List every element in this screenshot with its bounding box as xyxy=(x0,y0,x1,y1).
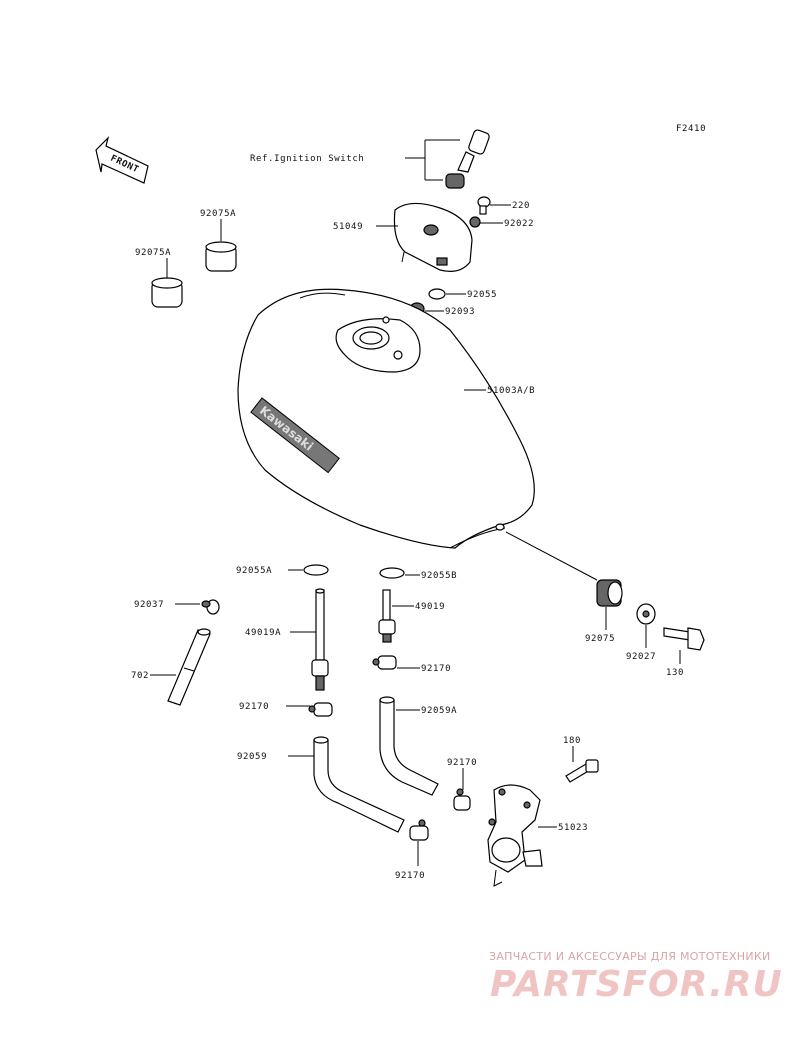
label-92037: 92037 xyxy=(134,600,164,610)
ring-92055A xyxy=(303,564,329,576)
label-49019: 49019 xyxy=(415,602,445,612)
label-92170-d: 92170 xyxy=(395,871,425,881)
label-92027: 92027 xyxy=(626,652,656,662)
damper-92075 xyxy=(596,579,623,607)
watermark-tagline: ЗАПЧАСТИ И АКСЕССУАРЫ ДЛЯ МОТОТЕХНИКИ xyxy=(489,950,771,963)
clamp-92170-d xyxy=(409,819,429,841)
label-130: 130 xyxy=(666,668,684,678)
washer-92027 xyxy=(636,603,656,625)
fuel-tank: Kawasaki xyxy=(237,288,535,549)
label-92170-a: 92170 xyxy=(421,664,451,674)
label-92059A: 92059A xyxy=(421,706,457,716)
hose-92059 xyxy=(313,739,405,833)
clip-92037 xyxy=(201,599,220,615)
label-702: 702 xyxy=(131,671,149,681)
label-92075A-top: 92075A xyxy=(200,209,236,219)
label-92022: 92022 xyxy=(504,219,534,229)
label-220: 220 xyxy=(512,201,530,211)
fuel-cock-51023 xyxy=(487,784,543,887)
label-92055B: 92055B xyxy=(421,571,457,581)
label-51049: 51049 xyxy=(333,222,363,232)
label-92075A-left: 92075A xyxy=(135,248,171,258)
ref-ignition-switch-label: Ref.Ignition Switch xyxy=(250,154,364,164)
ignition-bracket xyxy=(405,139,460,181)
damper-92075A-top xyxy=(205,241,237,272)
pipe-49019A xyxy=(311,588,329,691)
clamp-92170-b xyxy=(308,702,333,717)
clamp-92170-c xyxy=(453,788,471,811)
figure-code: F2410 xyxy=(676,124,706,134)
hose-92059A xyxy=(379,699,439,796)
bolt-130 xyxy=(663,627,705,651)
label-51003: 51003A/B xyxy=(487,386,535,396)
screw-220 xyxy=(477,196,491,215)
pipe-49019 xyxy=(378,589,396,643)
ignition-key-icon xyxy=(445,129,490,189)
label-180: 180 xyxy=(563,736,581,746)
damper-92075A-left xyxy=(151,277,183,308)
label-92075: 92075 xyxy=(585,634,615,644)
label-92055: 92055 xyxy=(467,290,497,300)
front-arrow-icon: FRONT xyxy=(95,136,149,184)
washer-92022 xyxy=(469,216,481,228)
label-92055A: 92055A xyxy=(236,566,272,576)
watermark-logo: PARTSFOR.RU xyxy=(490,964,783,1005)
joint-702 xyxy=(167,628,211,706)
label-51023: 51023 xyxy=(558,823,588,833)
filler-cap-cover xyxy=(393,202,473,272)
clamp-92170-a xyxy=(372,655,397,670)
screw-180 xyxy=(565,759,599,783)
ring-92055B xyxy=(379,567,405,579)
label-49019A: 49019A xyxy=(245,628,281,638)
oring-92055 xyxy=(428,288,446,300)
label-92059: 92059 xyxy=(237,752,267,762)
label-92170-b: 92170 xyxy=(239,702,269,712)
label-92093: 92093 xyxy=(445,307,475,317)
label-92170-c: 92170 xyxy=(447,758,477,768)
